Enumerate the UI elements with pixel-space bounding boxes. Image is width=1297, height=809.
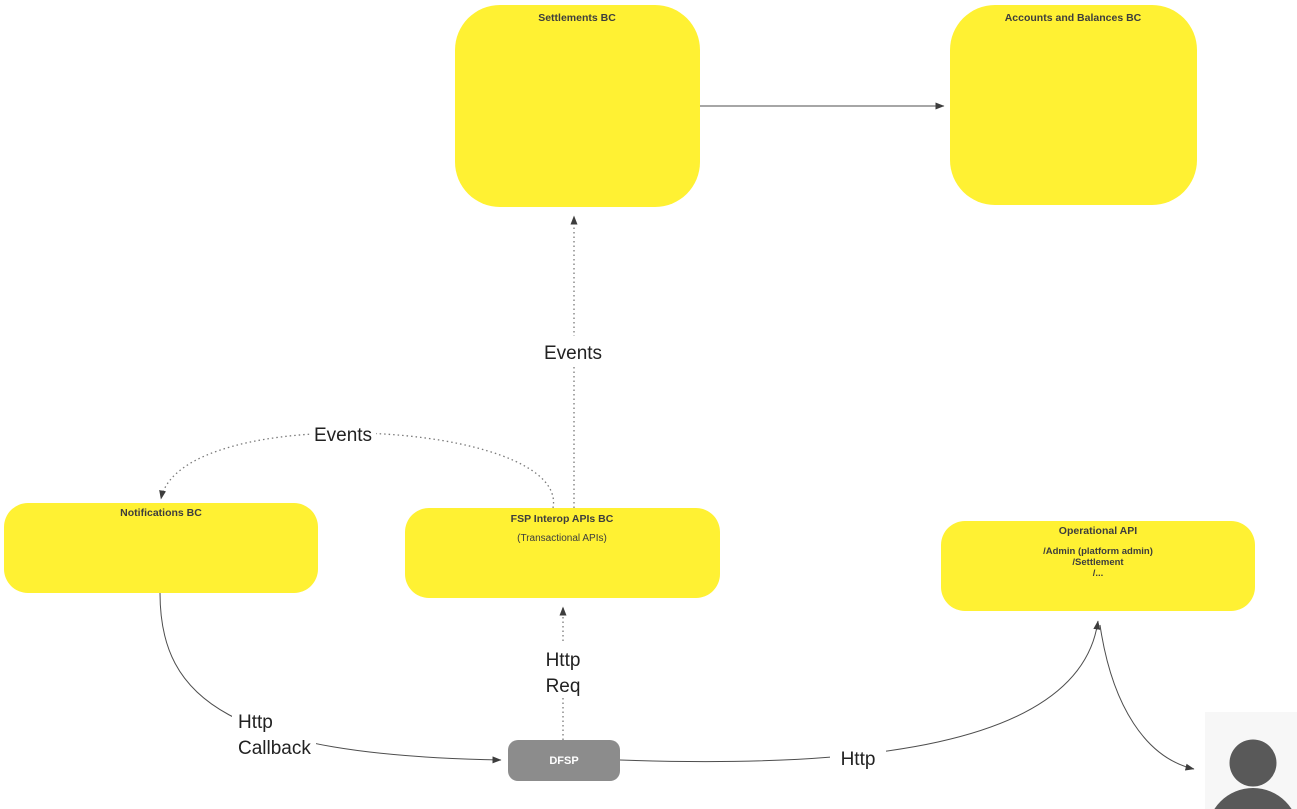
svg-text:Events: Events (314, 425, 372, 446)
fsp-interop-box[interactable] (405, 508, 720, 598)
svg-text:Http: Http (238, 712, 273, 733)
notifications-title: Notifications BC (120, 507, 202, 519)
node-dfsp[interactable]: DFSP (508, 740, 620, 781)
edge-label-http: Http (830, 744, 886, 772)
edge-notifications-to-dfsp-callback (159, 592, 502, 764)
operational-api-box[interactable] (941, 521, 1255, 611)
node-notifications-bc[interactable]: Notifications BC (4, 503, 318, 593)
settlements-box[interactable] (455, 5, 700, 207)
fsp-interop-title: FSP Interop APIs BC (511, 513, 614, 525)
operational-api-title: Operational API (1059, 525, 1137, 537)
svg-text:Http: Http (841, 749, 876, 770)
settlements-title: Settlements BC (538, 12, 616, 24)
operational-api-line-admin: /Admin (platform admin) (1043, 546, 1153, 557)
edge-operational-api-to-user (1099, 624, 1195, 771)
edge-label-events-curved: Events (310, 418, 376, 448)
notifications-box[interactable] (4, 503, 318, 593)
user-actor[interactable] (1205, 712, 1297, 809)
accounts-title: Accounts and Balances BC (1005, 12, 1142, 24)
operational-api-line-more: /... (1093, 568, 1104, 579)
person-icon (1214, 739, 1292, 809)
operational-api-line-settlement: /Settlement (1072, 557, 1124, 568)
edge-label-events-vertical: Events (541, 336, 605, 366)
fsp-interop-subtitle: (Transactional APIs) (517, 533, 607, 544)
svg-text:Req: Req (546, 676, 581, 697)
edge-label-http-callback: Http Callback (232, 704, 316, 760)
dfsp-title: DFSP (549, 755, 578, 767)
node-accounts-and-balances-bc[interactable]: Accounts and Balances BC (950, 5, 1197, 205)
edge-dfsp-to-operational-api-http (619, 620, 1101, 763)
node-fsp-interop-apis-bc[interactable]: FSP Interop APIs BC (Transactional APIs) (405, 508, 720, 598)
svg-text:Callback: Callback (238, 738, 311, 759)
node-settlements-bc[interactable]: Settlements BC (455, 5, 700, 207)
edge-label-http-req: Http Req (534, 644, 592, 698)
svg-text:Http: Http (546, 650, 581, 671)
accounts-box[interactable] (950, 5, 1197, 205)
dfsp-box[interactable] (508, 740, 620, 781)
svg-text:Events: Events (544, 343, 602, 364)
node-operational-api[interactable]: Operational API /Admin (platform admin) … (941, 521, 1255, 611)
